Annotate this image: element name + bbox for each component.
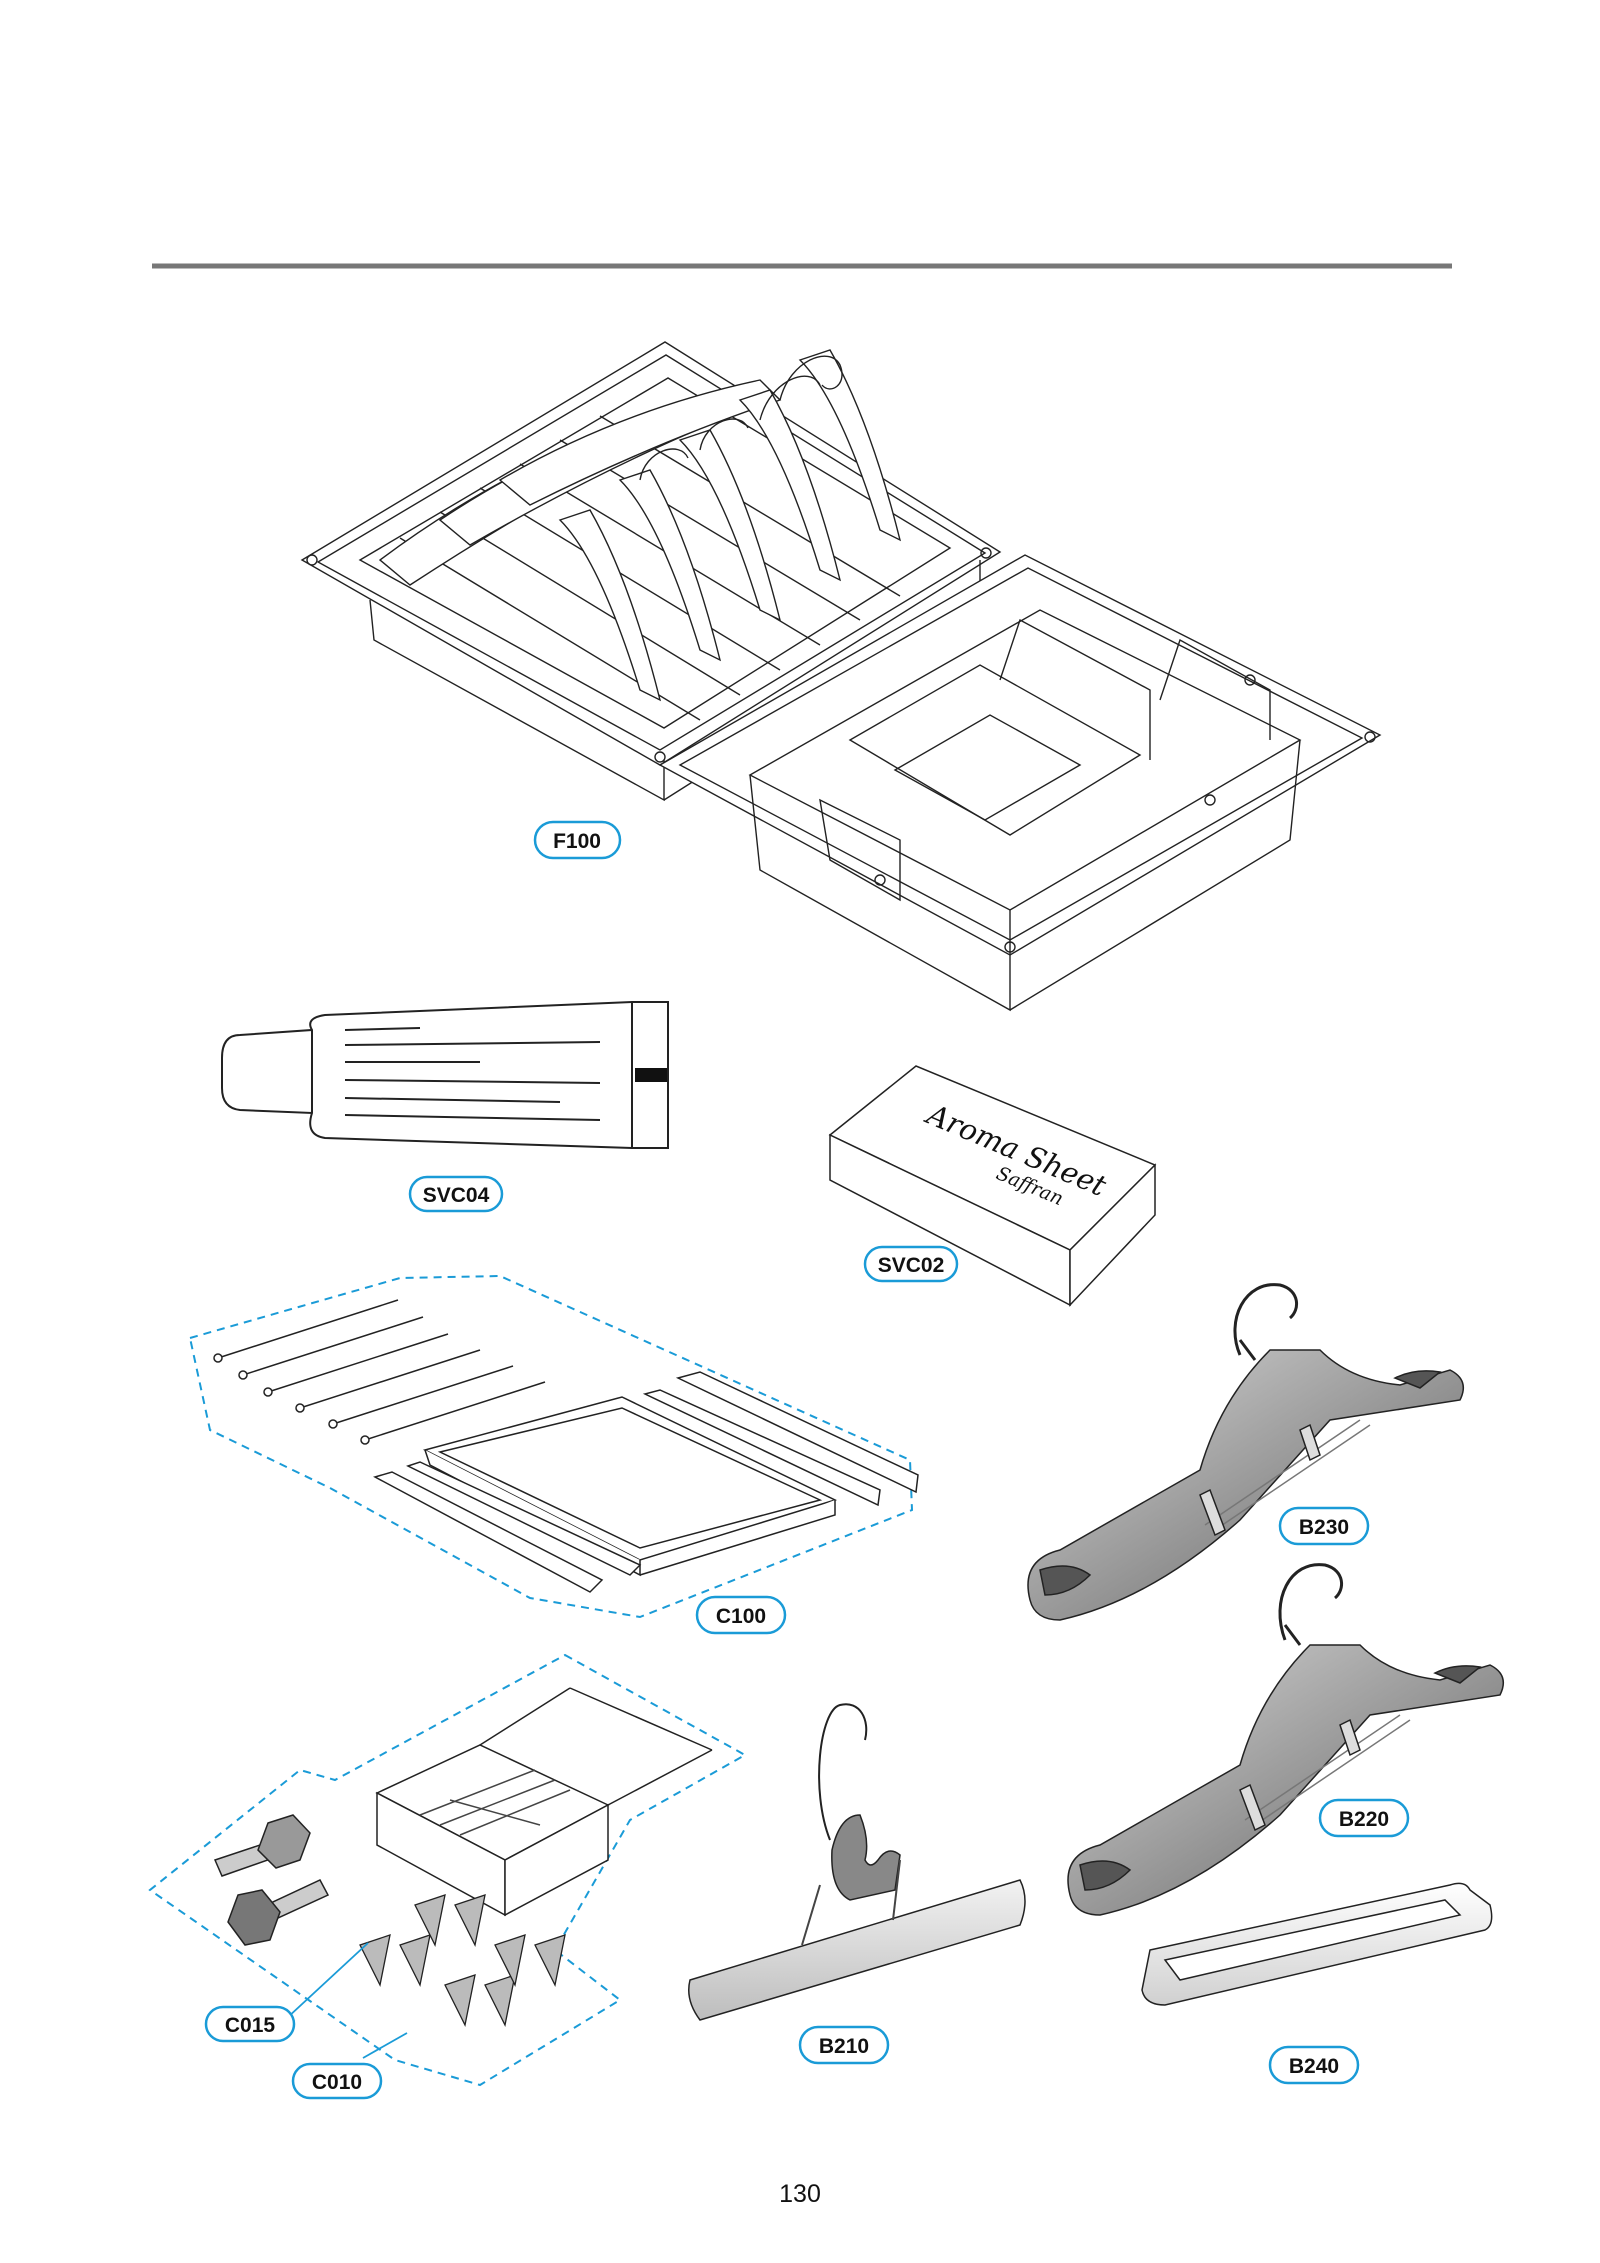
callout-b210-label: B210 <box>819 2035 869 2058</box>
part-b230-hanger <box>1028 1285 1463 1620</box>
callout-b230-label: B230 <box>1299 1516 1349 1539</box>
c100-dashed-outline <box>188 1274 914 1619</box>
callout-b210[interactable]: B210 <box>798 2025 890 2065</box>
callout-svc02[interactable]: SVC02 <box>863 1245 959 1283</box>
callout-b240[interactable]: B240 <box>1268 2045 1360 2085</box>
callout-f100[interactable]: F100 <box>533 820 622 860</box>
c010-dashed-outline <box>148 1653 748 2087</box>
leader-lines <box>286 1942 408 2059</box>
callout-c015[interactable]: C015 <box>204 2005 296 2043</box>
part-f100-tray <box>302 342 1380 1010</box>
part-svc04-tube <box>222 1002 668 1148</box>
part-c100-frame <box>214 1300 918 1592</box>
callout-c015-label: C015 <box>225 2014 276 2037</box>
callout-svc04-label: SVC04 <box>423 1184 490 1207</box>
part-c015-bolts <box>215 1815 328 1945</box>
callout-svc04[interactable]: SVC04 <box>408 1175 504 1213</box>
part-b240-bar <box>1142 1883 1492 2005</box>
callout-c100-label: C100 <box>716 1605 766 1628</box>
callout-b230[interactable]: B230 <box>1278 1506 1370 1546</box>
callout-b220[interactable]: B220 <box>1318 1798 1410 1838</box>
part-c010-box <box>377 1688 712 1915</box>
callout-c100[interactable]: C100 <box>695 1595 787 1635</box>
page-number: 130 <box>779 2180 821 2208</box>
callout-b220-label: B220 <box>1339 1808 1389 1831</box>
callout-svc02-label: SVC02 <box>878 1254 945 1277</box>
part-b220-hanger <box>1068 1565 1503 1915</box>
part-b210-hanger <box>689 1704 1025 2020</box>
callout-c010[interactable]: C010 <box>291 2062 383 2100</box>
part-c010-cones <box>360 1895 565 2025</box>
callout-f100-label: F100 <box>553 830 601 853</box>
callout-c010-label: C010 <box>312 2071 362 2094</box>
part-svc02-aroma-sheet <box>830 1066 1155 1305</box>
callout-b240-label: B240 <box>1289 2055 1339 2078</box>
